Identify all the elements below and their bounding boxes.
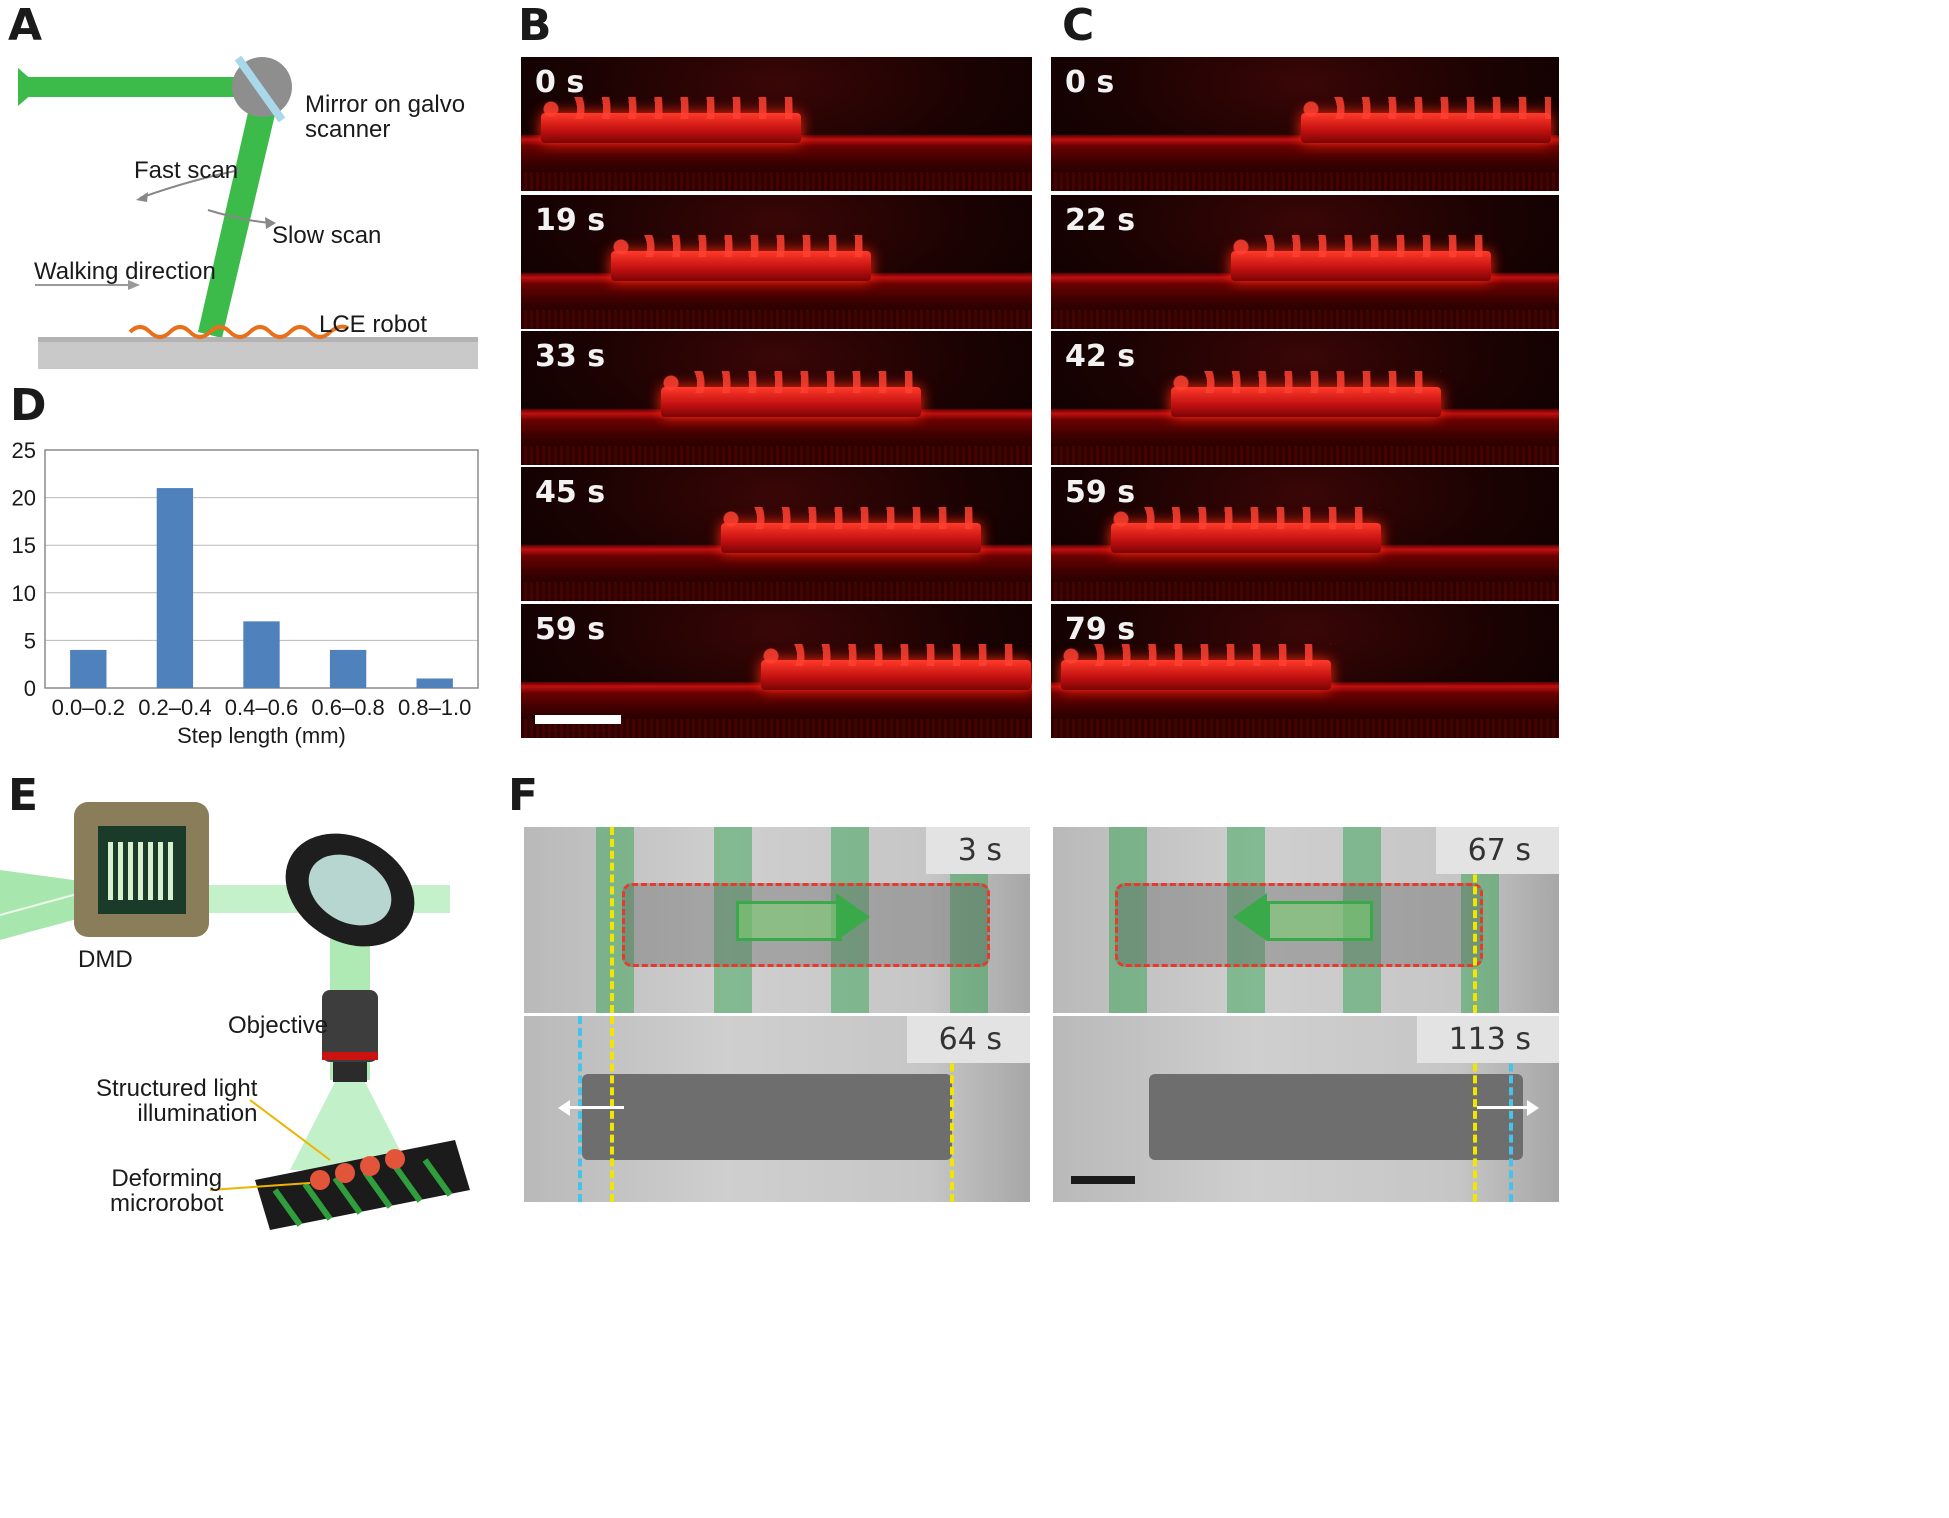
structured-light-label: Structured light illumination: [96, 1075, 258, 1127]
galvo-scanner-diagram: [18, 55, 478, 369]
panel-label-f: F: [508, 770, 539, 821]
panel-label-c: C: [1062, 0, 1095, 51]
c-timestamp-4: 59 s: [1065, 475, 1136, 510]
y-tick-label: 25: [12, 438, 36, 463]
bar-0.8–1.0: [416, 678, 453, 688]
deforming-microrobot-label: Deforming microrobot: [110, 1165, 224, 1217]
mirror-surface: [234, 55, 286, 123]
scale-bar: [1071, 1176, 1135, 1184]
dmd-micromirrors: [108, 842, 173, 900]
c-frame-3: 42 s: [1051, 331, 1559, 465]
stage-stripes: [272, 1158, 453, 1227]
panel-label-e: E: [8, 770, 39, 821]
bar-0.6–0.8: [329, 649, 367, 688]
lce-robot: [128, 324, 349, 339]
b-frame-5: 59 s: [521, 604, 1032, 738]
y-tick-label: 0: [24, 676, 36, 701]
expansion-arrow-right: [1477, 1106, 1529, 1109]
x-axis-label: Step length (mm): [177, 723, 346, 748]
walking-direction-label: Walking direction: [34, 258, 216, 285]
callout-microrobot: [209, 1182, 311, 1191]
panel-label-a: A: [8, 0, 43, 51]
structured-light-cone: [290, 1082, 410, 1170]
c-frame-2: 22 s: [1051, 195, 1559, 329]
x-tick-label: 0.8–1.0: [398, 695, 471, 720]
beam-arrowhead: [18, 68, 40, 106]
y-tick-label: 5: [24, 628, 36, 653]
panel-label-d: D: [10, 380, 47, 431]
mirror-label: Mirror on galvo scanner: [305, 91, 466, 143]
callout-structured-light: [249, 1099, 331, 1161]
y-tick-label: 15: [12, 533, 36, 558]
motion-arrow-left: [1267, 901, 1373, 941]
bar-0.2–0.4: [156, 488, 194, 688]
x-tick-label: 0.6–0.8: [311, 695, 384, 720]
b-timestamp-3: 33 s: [535, 339, 606, 374]
step-length-histogram: 0 5 10 15 20 25 0.0–0.2 0.2–0.4 0.4–0.6 0.6–0.8 0.…: [12, 438, 479, 748]
sample-stage: [255, 1140, 470, 1230]
bar-0.0–0.2: [70, 649, 107, 688]
panel-label-b: B: [518, 0, 552, 51]
fast-scan-arc: [139, 169, 241, 199]
y-tick-label: 10: [12, 581, 36, 606]
c-timestamp-1: 0 s: [1065, 65, 1115, 100]
objective-label: Objective: [228, 1012, 329, 1039]
x-tick-label: 0.0–0.2: [52, 695, 125, 720]
b-frame-3: 33 s: [521, 331, 1032, 465]
c-timestamp-2: 22 s: [1065, 203, 1136, 238]
dmd-label: DMD: [78, 946, 133, 973]
frame-f-top-left: 3 s: [524, 827, 1030, 1013]
dmd-setup-diagram: [0, 802, 470, 1230]
objective-lens: [322, 990, 378, 1062]
c-frame-5: 79 s: [1051, 604, 1559, 738]
c-timestamp-5: 79 s: [1065, 612, 1136, 647]
b-frame-2: 19 s: [521, 195, 1032, 329]
frame-f-bottom-left: 64 s: [524, 1016, 1030, 1202]
b-timestamp-5: 59 s: [535, 612, 606, 647]
x-tick-label: 0.4–0.6: [225, 695, 298, 720]
fast-scan-label: Fast scan: [134, 157, 239, 184]
b-timestamp-2: 19 s: [535, 203, 606, 238]
robot-body: [1149, 1074, 1523, 1160]
b-timestamp-1: 0 s: [535, 65, 585, 100]
lce-robot-label: LCE robot: [319, 311, 428, 338]
slow-scan-label: Slow scan: [272, 222, 382, 249]
expansion-arrow-left: [564, 1106, 624, 1109]
motion-arrow-right: [736, 901, 842, 941]
deforming-microrobot: [310, 1149, 405, 1190]
frame-f-bottom-right: 113 s: [1053, 1016, 1559, 1202]
scale-bar: [535, 715, 621, 724]
timestamp-f4: 113 s: [1416, 1016, 1559, 1063]
reflected-laser-beam: [198, 95, 278, 338]
c-timestamp-3: 42 s: [1065, 339, 1136, 374]
c-frame-4: 59 s: [1051, 467, 1559, 601]
frame-f-top-right: 67 s: [1053, 827, 1559, 1013]
slow-scan-arc: [207, 209, 271, 224]
robot-body: [582, 1074, 952, 1160]
b-frame-4: 45 s: [521, 467, 1032, 601]
c-frame-1: 0 s: [1051, 57, 1559, 191]
timestamp-f3: 64 s: [906, 1016, 1030, 1063]
timestamp-f2: 67 s: [1435, 827, 1559, 874]
ground-surface: [38, 337, 478, 369]
steering-mirror-glass: [308, 854, 392, 926]
incoming-laser-beam: [20, 77, 265, 97]
b-timestamp-4: 45 s: [535, 475, 606, 510]
y-tick-label: 20: [12, 486, 36, 511]
timestamp-f1: 3 s: [925, 827, 1030, 874]
bar-0.4–0.6: [243, 621, 280, 688]
x-tick-label: 0.2–0.4: [138, 695, 211, 720]
b-frame-1: 0 s: [521, 57, 1032, 191]
